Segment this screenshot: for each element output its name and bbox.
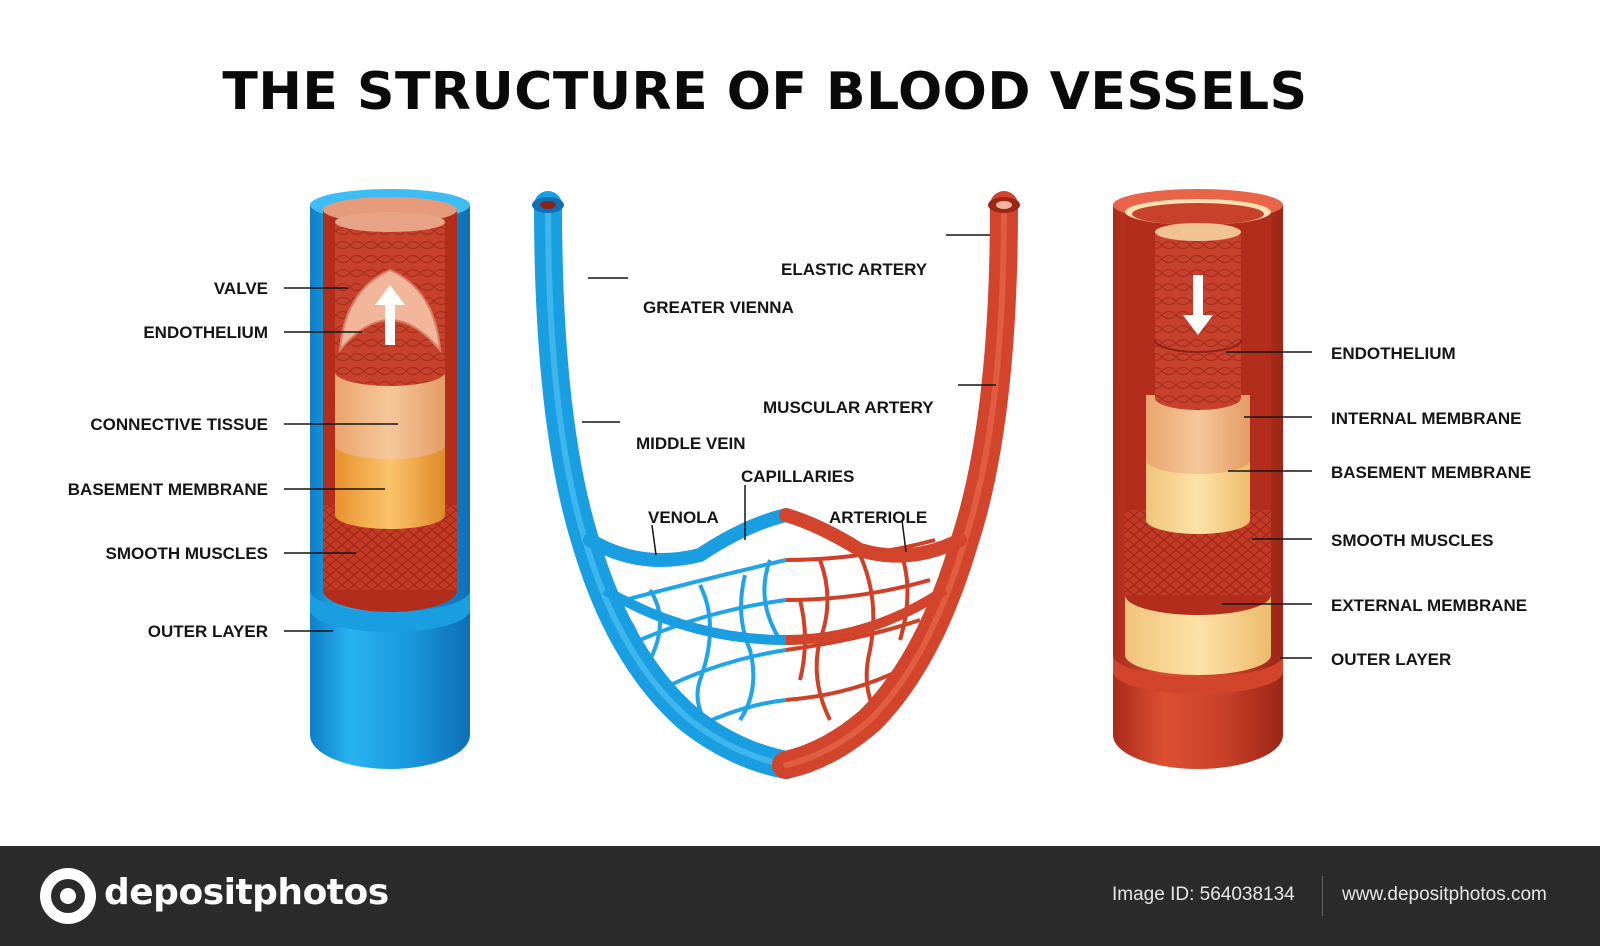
label-outer-layer: OUTER LAYER <box>148 622 268 641</box>
label-middle-vein: MIDDLE VEIN <box>636 434 746 453</box>
network-leader-lines <box>582 234 996 556</box>
venule <box>583 508 793 567</box>
label-smooth-muscles: SMOOTH MUSCLES <box>1331 531 1493 550</box>
label-basement-membrane: BASEMENT MEMBRANE <box>1331 463 1531 482</box>
label-venola: VENOLA <box>648 508 719 527</box>
arteriole <box>779 508 967 563</box>
label-external-membrane: EXTERNAL MEMBRANE <box>1331 596 1527 615</box>
label-elastic-artery: ELASTIC ARTERY <box>781 260 928 279</box>
camera-logo-icon <box>40 868 96 924</box>
site-link[interactable]: www.depositphotos.com <box>1342 884 1547 905</box>
label-arteriole: ARTERIOLE <box>829 508 927 527</box>
vein-labels: VALVE ENDOTHELIUM CONNECTIVE TISSUE BASE… <box>68 279 268 641</box>
label-smooth-muscles: SMOOTH MUSCLES <box>106 544 268 563</box>
blood-vessel-diagram: depositphotos depositphotos depositphoto… <box>67 189 1532 779</box>
label-muscular-artery: MUSCULAR ARTERY <box>763 398 934 417</box>
label-endothelium: ENDOTHELIUM <box>143 323 268 342</box>
vein-leader-lines <box>284 287 398 632</box>
footer-divider <box>1322 876 1323 916</box>
label-capillaries: CAPILLARIES <box>741 467 854 486</box>
label-connective-tissue: CONNECTIVE TISSUE <box>90 415 268 434</box>
diagram-title: THE STRUCTURE OF BLOOD VESSELS <box>222 62 1308 122</box>
vein-cross-section <box>310 189 470 769</box>
label-internal-membrane: INTERNAL MEMBRANE <box>1331 409 1521 428</box>
label-endothelium: ENDOTHELIUM <box>1331 344 1456 363</box>
label-outer-layer: OUTER LAYER <box>1331 650 1451 669</box>
brand-logo-text[interactable]: depositphotos <box>104 872 389 913</box>
artery-labels: ENDOTHELIUM INTERNAL MEMBRANE BASEMENT M… <box>1331 344 1531 669</box>
vessel-network <box>532 191 1020 779</box>
footer-bar: depositphotos Image ID: 564038134 www.de… <box>0 846 1600 946</box>
artery-leader-lines <box>1222 351 1312 659</box>
network-labels: ELASTIC ARTERY GREATER VIENNA MUSCULAR A… <box>636 260 934 527</box>
artery-cross-section <box>1113 189 1283 769</box>
label-valve: VALVE <box>214 279 268 298</box>
label-greater-vienna: GREATER VIENNA <box>643 298 794 317</box>
image-id: Image ID: 564038134 <box>1112 884 1295 905</box>
label-basement-membrane: BASEMENT MEMBRANE <box>68 480 268 499</box>
